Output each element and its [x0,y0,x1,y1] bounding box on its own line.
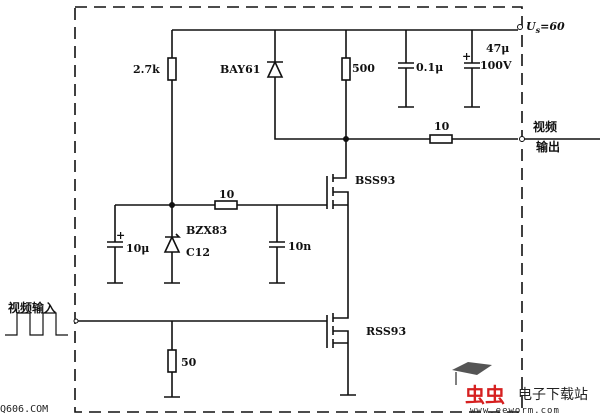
graduation-cap-icon [452,362,492,375]
zener-type-label: BZX83 [186,224,227,237]
resistor-output-label: 10 [434,120,450,133]
capacitor-10n [269,205,285,284]
video-input-label: 视频输入 [8,300,56,315]
logo-url: www.eeworm.com [470,406,560,415]
supply-terminal [517,24,523,30]
diode-bay61-label: BAY61 [220,63,260,76]
input-terminal [73,318,79,324]
logo-red-text: 虫虫 [465,383,505,407]
wire [164,321,180,398]
capacitor-10u [107,205,123,284]
capacitor-0-1u [398,30,414,108]
wire [333,209,349,319]
pulse-waveform-icon [5,312,68,336]
video-output-label-1: 视频 [533,119,557,134]
watermark-left: Q606.COM [0,404,48,415]
resistor-2-7k-label: 2.7k [133,63,160,76]
capacitor-10n-label: 10n [288,240,311,253]
capacitor-47u-label: 47μ [486,42,509,55]
mosfet-lower-label: RSS93 [366,325,406,338]
mosfet-lower [326,313,356,396]
resistor-output-10 [429,134,453,144]
logo: 虫虫 电子下载站 www.eeworm.com [452,362,588,415]
capacitor-47u-voltage: 100V [480,59,512,72]
capacitor-0-1u-label: 0.1μ [416,61,443,74]
output-terminal [519,136,525,142]
resistor-2-7k [167,57,177,81]
resistor-50 [167,349,177,373]
module-boundary [74,6,523,413]
capacitor-47u [464,30,480,108]
mosfet-upper [326,174,349,209]
wire [274,30,518,140]
diode-bay61 [266,60,284,78]
resistor-500-label: 500 [352,62,375,75]
junction-dot [343,136,349,142]
zener-bzx83 [163,205,181,284]
capacitor-10u-plus: + [116,229,125,242]
mosfet-upper-label: BSS93 [355,174,395,187]
wire [333,30,347,179]
resistor-50-label: 50 [181,356,197,369]
capacitor-47u-plus: + [462,50,471,63]
resistor-gate-label: 10 [219,188,235,201]
logo-text: 电子下载站 [518,387,588,403]
resistor-500 [341,57,351,81]
capacitor-10u-label: 10μ [126,242,149,255]
video-output-label-2: 输出 [536,139,560,154]
supply-label: Us=60 [526,20,565,35]
resistor-gate-10 [214,200,238,210]
zener-value-label: C12 [186,246,210,259]
